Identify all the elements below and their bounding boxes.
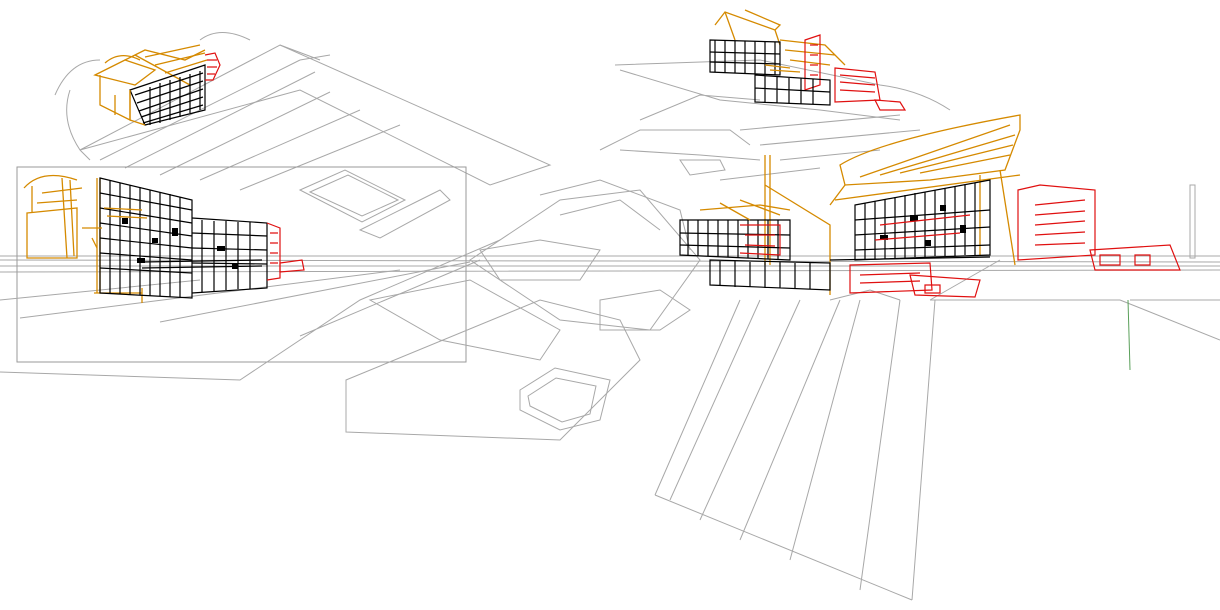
right-perspective-view [679, 114, 1181, 298]
site-plan-lines [0, 32, 1220, 601]
upper-right-aerial-view [709, 9, 907, 111]
upper-left-aerial-view [93, 44, 221, 126]
left-framed-elevation-view [23, 174, 305, 303]
